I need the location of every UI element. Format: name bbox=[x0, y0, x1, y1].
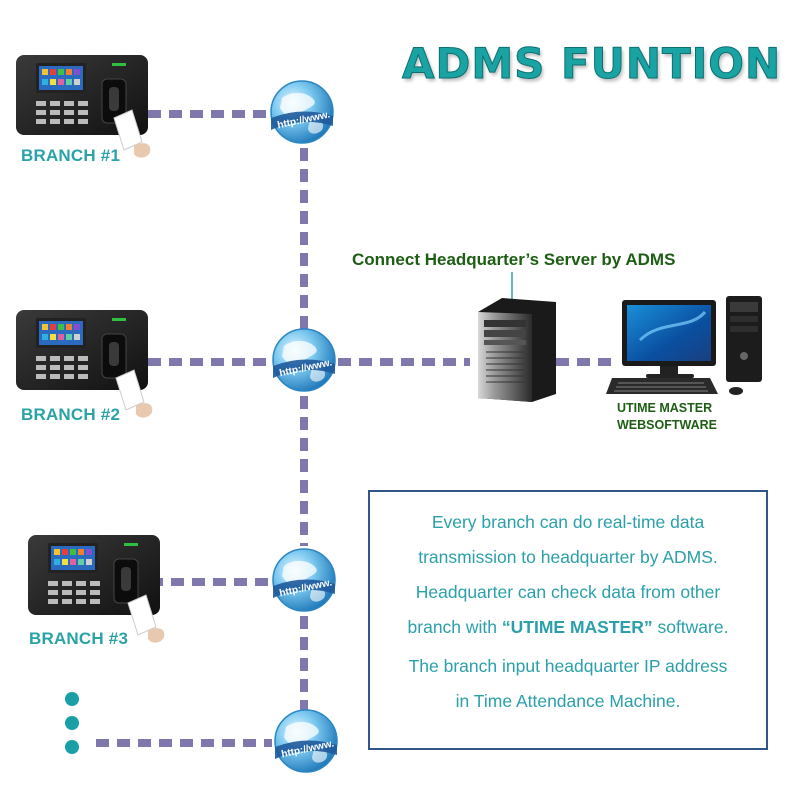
page-title: ADMS FUNTION bbox=[402, 39, 782, 89]
more-branches-dots bbox=[65, 692, 79, 754]
server-icon bbox=[478, 298, 556, 402]
info-line-1: Every branch can do real-time data bbox=[431, 512, 705, 532]
info-line-3: Headquarter can check data from other bbox=[415, 582, 721, 602]
server-caption: Connect Headquarter’s Server by ADMS bbox=[352, 250, 676, 269]
software-label-line1: UTIME MASTER bbox=[617, 401, 713, 415]
info-line-4-pre: branch with bbox=[407, 617, 502, 637]
info-line-4: branch with “UTIME MASTER” software. bbox=[370, 617, 766, 638]
branch-3-label: BRANCH #3 bbox=[29, 629, 129, 648]
branch-1-label: BRANCH #1 bbox=[21, 146, 121, 165]
globe-icon-3: http://www. bbox=[272, 548, 336, 612]
info-line-6: in Time Attendance Machine. bbox=[455, 691, 681, 711]
info-box: Every branch can do real-time data trans… bbox=[368, 490, 768, 750]
info-line-4-bold: “UTIME MASTER” bbox=[501, 617, 653, 637]
info-line-4-post: software. bbox=[652, 617, 729, 637]
globe-icon-1: http://www. bbox=[270, 80, 334, 144]
branch-2-label: BRANCH #2 bbox=[21, 405, 121, 424]
info-line-5: The branch input headquarter IP address bbox=[408, 656, 728, 676]
desktop-pc-icon bbox=[606, 296, 762, 395]
globe-icon-2: http://www. bbox=[272, 328, 336, 392]
globe-icon-4: http://www. bbox=[274, 709, 338, 773]
software-label-line2: WEBSOFTWARE bbox=[617, 418, 717, 432]
software-label: UTIME MASTER WEBSOFTWARE bbox=[617, 400, 717, 434]
info-line-2: transmission to headquarter by ADMS. bbox=[418, 547, 718, 567]
